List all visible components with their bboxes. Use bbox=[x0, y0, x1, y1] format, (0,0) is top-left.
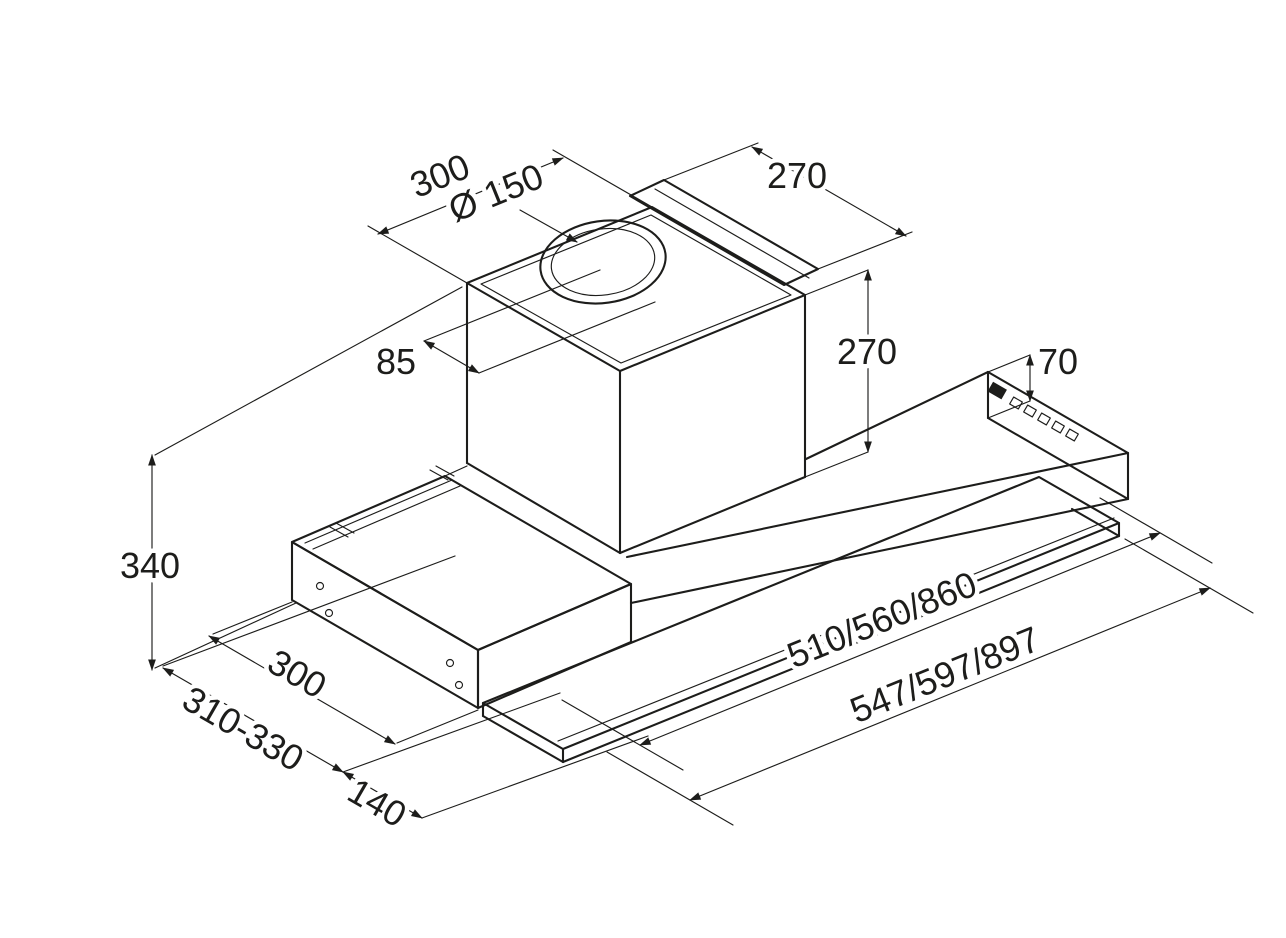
pullout-visor bbox=[481, 475, 1121, 764]
dim-label-motor-box-height: 270 bbox=[837, 331, 897, 372]
motor-box-top-flange bbox=[480, 214, 792, 364]
vent-slots bbox=[329, 465, 455, 538]
duct-inner-ring bbox=[550, 227, 656, 297]
dim-label-total-height: 340 bbox=[120, 545, 180, 586]
left-box-top-face bbox=[290, 474, 633, 652]
top-mounting-plate bbox=[628, 178, 820, 287]
screw-holes bbox=[315, 581, 464, 690]
dimension-lines bbox=[148, 142, 1254, 826]
dim-label-front-panel-height: 70 bbox=[1038, 341, 1078, 382]
left-section-box bbox=[290, 465, 633, 710]
dimension-labels: 300 Ø 150 270 85 270 70 340 300 310-330 … bbox=[115, 141, 1082, 840]
control-buttons bbox=[987, 381, 1079, 442]
dim-label-pullout-extension: 140 bbox=[341, 770, 414, 836]
main-body bbox=[625, 370, 1130, 605]
control-switch-block bbox=[987, 381, 1007, 400]
dim-label-duct-offset: 85 bbox=[376, 341, 416, 382]
duct-collar bbox=[539, 219, 667, 305]
dim-label-top-plate-depth: 270 bbox=[767, 155, 827, 196]
visor-top-face bbox=[481, 475, 1121, 751]
motor-box bbox=[465, 205, 807, 555]
left-box-end-face bbox=[476, 582, 633, 710]
duct-outer-ring bbox=[539, 219, 667, 305]
dim-label-left-section-depth: 300 bbox=[261, 641, 334, 707]
